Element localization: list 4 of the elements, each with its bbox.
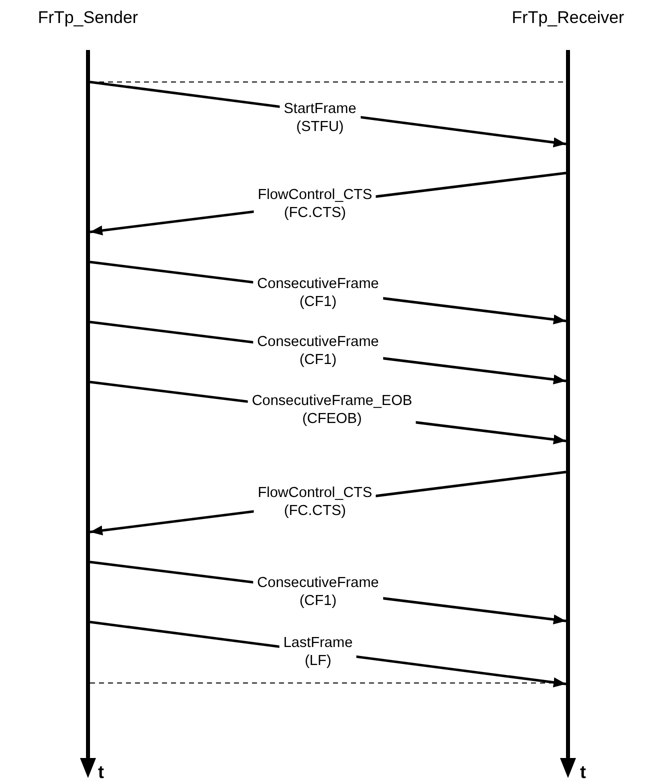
- lifeline-title: FrTp_Sender: [38, 8, 138, 28]
- lifeline-title: FrTp_Receiver: [512, 8, 624, 28]
- time-label: t: [98, 762, 104, 783]
- time-label: t: [580, 762, 586, 783]
